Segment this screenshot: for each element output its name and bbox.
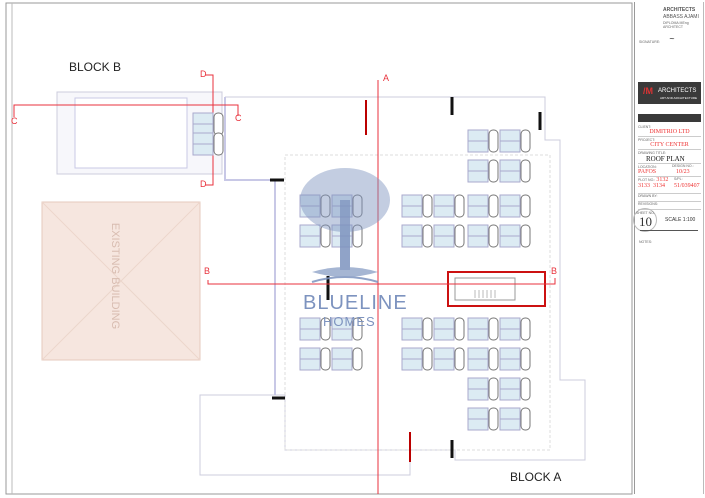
plot-no-2: 3133 <box>638 183 650 189</box>
solar-panel-unit <box>467 129 499 153</box>
watermark-homes: HOMES <box>323 314 376 329</box>
sheet-no-circle: SHEET NO. 10 <box>633 208 657 232</box>
sheet-no-value: 10 <box>639 214 652 229</box>
section-line-b <box>207 278 556 285</box>
firm-name: ARCHITECTS <box>663 7 696 13</box>
design-no-label: DESIGN NO.: <box>672 164 694 168</box>
section-mark-c-left: C <box>11 116 18 126</box>
watermark-blueline: BLUELINE <box>303 292 408 314</box>
notes-label: NOTES: <box>639 240 653 244</box>
logo-sub: ART AND ARCHITECTURE <box>660 96 698 100</box>
client-label: CLIENT: <box>638 125 652 129</box>
block-a-outline <box>199 96 586 476</box>
solar-panel-unit <box>192 112 224 136</box>
block-b-roof <box>74 97 188 169</box>
solar-panel-unit <box>401 347 433 371</box>
section-mark-b-left: B <box>204 266 211 276</box>
solar-panel-unit <box>467 224 499 248</box>
stair-core <box>447 271 546 307</box>
block-b-label: BLOCK B <box>69 60 122 74</box>
solar-panel-unit <box>192 132 224 156</box>
firm-logo: /M ARCHITECTS ART AND ARCHITECTURE <box>638 82 701 104</box>
drawn-by-label: DRAWN BY: <box>638 194 701 202</box>
solar-panel-unit <box>499 377 531 401</box>
section-mark-d-bottom: D <box>200 179 207 189</box>
location-label: LOCATION: <box>638 165 657 169</box>
solar-panel-unit <box>433 317 465 341</box>
solar-panel-unit <box>499 347 531 371</box>
logo-text: ARCHITECTS <box>658 88 697 94</box>
project-value: CITY CENTER <box>650 142 689 148</box>
drawing-title-value: ROOF PLAN <box>646 155 685 163</box>
solar-panel-unit <box>299 194 331 218</box>
section-mark-b-right: B <box>551 266 558 276</box>
solar-panel-unit <box>401 194 433 218</box>
solar-panel-unit <box>331 347 363 371</box>
sheet-plan-label: S/PL: <box>674 177 683 181</box>
location-value: PAFOS <box>638 169 657 175</box>
signature: ~ <box>669 35 675 43</box>
blueline-logo-tree <box>300 168 390 283</box>
wall-marks <box>270 97 542 458</box>
sheet-border <box>5 2 633 495</box>
section-mark-c-right: C <box>235 113 242 123</box>
solar-panel-unit <box>433 224 465 248</box>
revisions-label: REVISIONS: <box>638 202 701 210</box>
solar-panels <box>192 112 531 431</box>
solar-panel-unit <box>499 129 531 153</box>
project-label: PROJECT: <box>638 138 655 142</box>
solar-panel-unit <box>467 377 499 401</box>
plot-no-label: PLOT NO.: <box>638 178 656 182</box>
section-mark-d-top: D <box>200 69 207 79</box>
section-lines <box>13 74 556 494</box>
plot-no-3: 3134 <box>653 183 665 189</box>
design-no-value: 10/23 <box>676 169 690 175</box>
solar-panel-unit <box>299 317 331 341</box>
solar-panel-unit <box>499 224 531 248</box>
solar-panel-unit <box>467 194 499 218</box>
solar-panel-unit <box>401 317 433 341</box>
scale-label: SCALE 1:100 <box>665 217 696 223</box>
solar-panel-unit <box>433 194 465 218</box>
client-value: DIMITRIO LTD <box>649 129 690 135</box>
title-block: ARCHITECTS ABBASS AJAMI DIPLOMA MEng ARC… <box>633 2 704 494</box>
solar-panel-unit <box>401 224 433 248</box>
section-line-c <box>13 104 239 117</box>
architect-name: ABBASS AJAMI <box>663 14 699 20</box>
solar-panel-unit <box>499 159 531 183</box>
solar-panel-unit <box>499 317 531 341</box>
parapet-line <box>284 154 551 451</box>
solar-panel-unit <box>499 407 531 431</box>
solar-panel-unit <box>499 194 531 218</box>
firm-contact-bar <box>638 114 701 122</box>
architect-role: DIPLOMA MEng ARCHITECT <box>663 21 689 29</box>
solar-panel-unit <box>467 159 499 183</box>
existing-building-label: EXISTING BUILDING <box>109 222 122 330</box>
existing-building-diagonal <box>41 201 201 361</box>
block-a-wall <box>224 97 276 395</box>
solar-panel-unit <box>467 317 499 341</box>
scale-bar <box>640 230 698 231</box>
solar-panel-unit <box>299 224 331 248</box>
drawing-title-label: DRAWING TITLE: <box>638 151 667 155</box>
solar-panel-unit <box>331 317 363 341</box>
sheet-no-label: SHEET NO. <box>636 211 655 215</box>
solar-panel-unit <box>433 347 465 371</box>
plot-no-value: 3132 <box>656 177 669 183</box>
block-a-label: BLOCK A <box>510 470 562 484</box>
solar-panel-unit <box>299 347 331 371</box>
signature-label: SIGNATURE: <box>639 40 661 44</box>
solar-panel-unit <box>467 347 499 371</box>
section-mark-a: A <box>383 73 390 83</box>
sheet-plan-value: 51/039407 <box>674 183 700 189</box>
solar-panel-unit <box>467 407 499 431</box>
logo-mark: /M <box>643 86 653 96</box>
